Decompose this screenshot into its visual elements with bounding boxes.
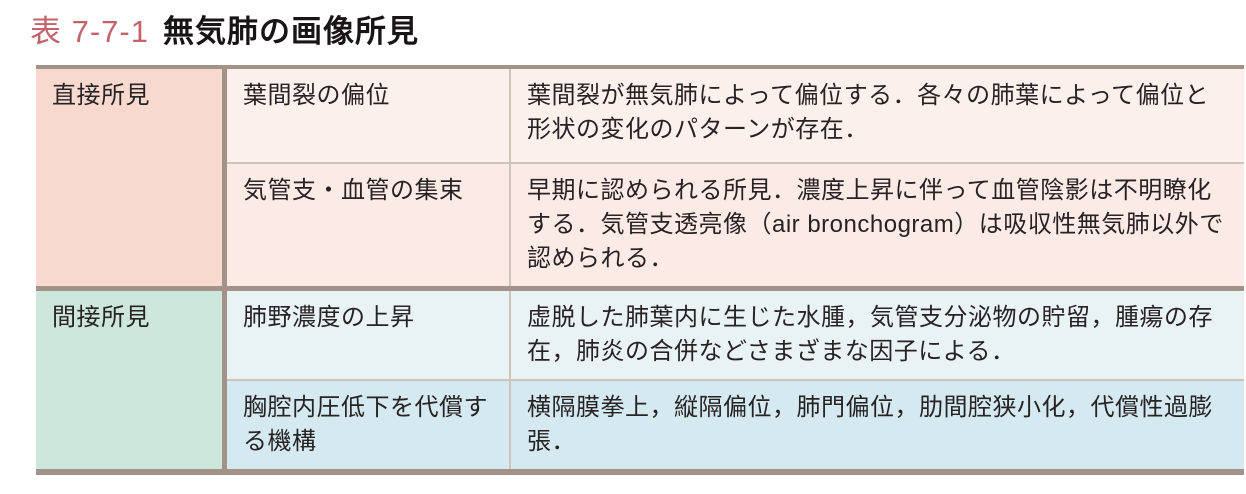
table-row: 気管支・血管の集束 早期に認められる所見．濃度上昇に伴って血管陰影は不明瞭化する… (36, 162, 1244, 289)
category-cell-indirect-findings: 間接所見 (36, 286, 227, 472)
description-cell-bronchovascular-crowding: 早期に認められる所見．濃度上昇に伴って血管陰影は不明瞭化する．気管支透亮像（ai… (510, 162, 1244, 289)
atelectasis-findings-table: 直接所見 葉間裂の偏位 葉間裂が無気肺によって偏位する．各々の肺葉によって偏位と… (36, 65, 1244, 475)
description-cell-increased-lung-density: 虚脱した肺葉内に生じた水腫，気管支分泌物の貯留，腫瘍の存在，肺炎の合併などさまざ… (510, 286, 1244, 380)
table-number-label: 表 7-7-1 (30, 14, 149, 49)
finding-cell-compensatory-mechanism: 胸腔内圧低下を代償する機構 (224, 379, 511, 472)
category-cell-direct-findings: 直接所見 (36, 67, 227, 289)
table-title-label: 無気肺の画像所見 (162, 14, 419, 49)
table-row: 直接所見 葉間裂の偏位 葉間裂が無気肺によって偏位する．各々の肺葉によって偏位と… (36, 67, 1244, 289)
description-cell-fissure-displacement: 葉間裂が無気肺によって偏位する．各々の肺葉によって偏位と形状の変化のパターンが存… (510, 67, 1244, 163)
description-cell-compensatory-mechanism: 横隔膜拳上，縦隔偏位，肺門偏位，肋間腔狭小化，代償性過膨張． (510, 379, 1244, 472)
table-row: 間接所見 肺野濃度の上昇 虚脱した肺葉内に生じた水腫，気管支分泌物の貯留，腫瘍の… (36, 286, 1244, 472)
finding-cell-bronchovascular-crowding: 気管支・血管の集束 (224, 162, 511, 289)
finding-cell-increased-lung-density: 肺野濃度の上昇 (224, 286, 511, 380)
finding-cell-fissure-displacement: 葉間裂の偏位 (224, 67, 511, 163)
page-title: 表 7-7-1 無気肺の画像所見 (30, 6, 419, 51)
table-row: 胸腔内圧低下を代償する機構 横隔膜拳上，縦隔偏位，肺門偏位，肋間腔狭小化，代償性… (36, 379, 1244, 472)
